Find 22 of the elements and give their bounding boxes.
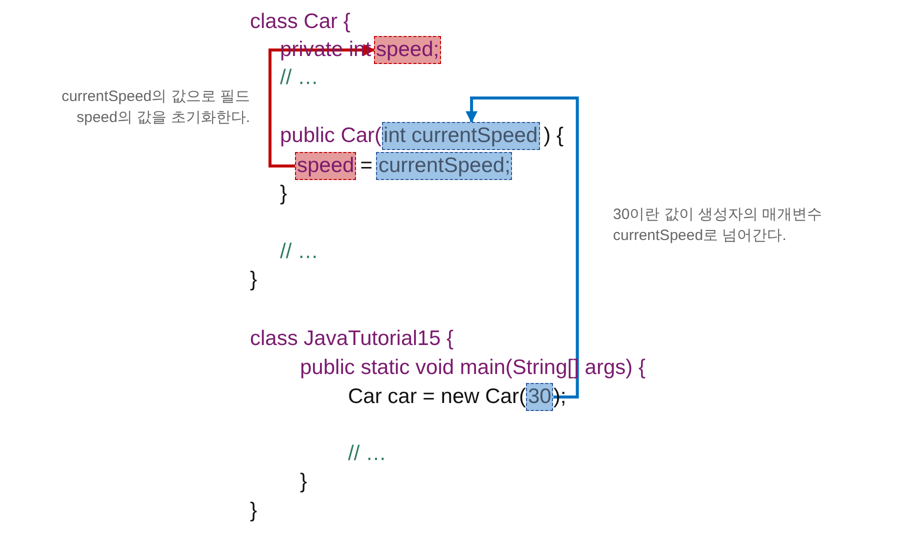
note-text: 30이란 값이 생성자의 매개변수 currentSpeed로 넘어간다. [613,205,824,246]
code-line: } [250,499,258,523]
code-line: } [300,470,308,494]
code-line: Car car = new Car( [348,385,526,409]
highlighted-code: speed [295,152,356,180]
code-line: public Car( [280,124,382,148]
highlighted-code: speed; [374,36,442,64]
code-line: class JavaTutorial15 { [250,327,454,351]
code-comment: // … [348,442,387,466]
code-line: class Car { [250,10,350,34]
code-line: } [280,182,288,206]
code-comment: // … [280,240,319,264]
arrow [466,96,579,398]
highlighted-code: int currentSpeed [382,122,540,150]
code-line: ) { [544,124,564,148]
code-line: } [250,268,258,292]
code-comment: // … [280,66,319,90]
highlighted-code: currentSpeed; [376,152,512,180]
arrow [268,44,376,168]
note-text: currentSpeed의 값으로 필드 speed의 값을 초기화한다. [60,87,250,128]
code-line: = [360,154,372,178]
highlighted-code: 30 [526,383,554,411]
